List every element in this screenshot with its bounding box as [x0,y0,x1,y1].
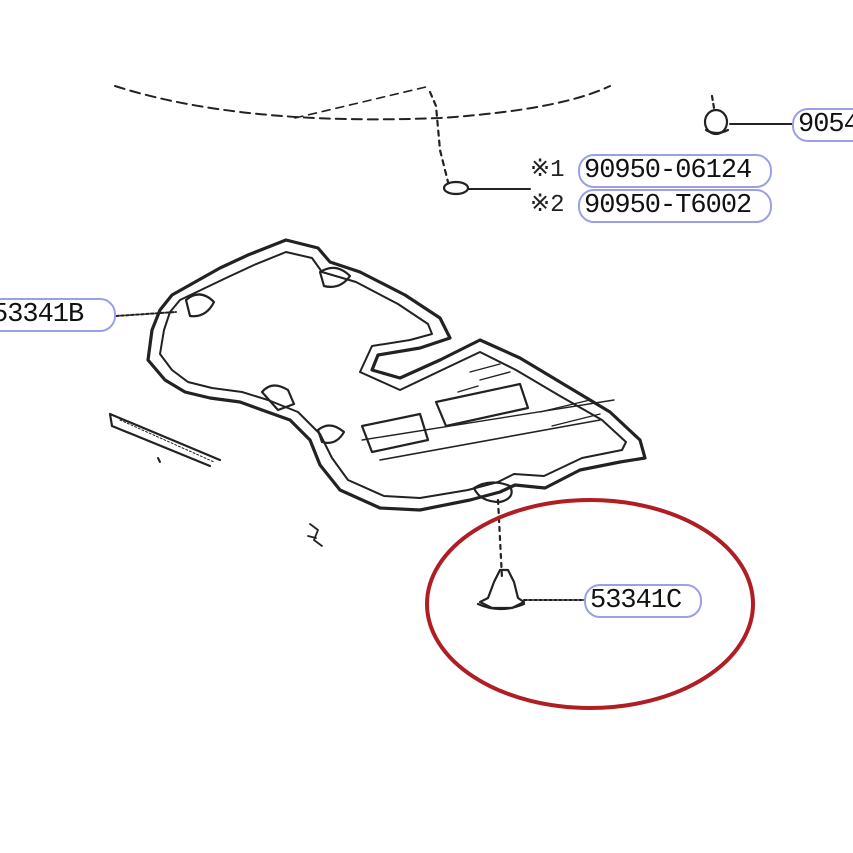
clip-53341C-part [478,568,526,610]
part-label-90950-06124[interactable]: 90950-06124 [578,154,772,188]
clip-leader-dashed [428,90,450,184]
highlight-circle [425,498,755,710]
note-mark-2: ※2 [530,192,565,219]
clip-part [442,180,470,196]
clip-leader-dashed-lower [496,498,504,580]
label-leader-53341B [115,311,177,317]
part-label-53341B[interactable]: 53341B [0,298,116,332]
hood-outline [114,85,611,121]
insulator-pad [146,238,647,512]
part-label-9054[interactable]: 9054 [792,108,853,142]
part-label-53341C[interactable]: 53341C [584,584,702,618]
note-mark-1: ※1 [530,157,565,184]
side-strip [108,412,222,468]
part-label-90950-T6002[interactable]: 90950-T6002 [578,189,772,223]
